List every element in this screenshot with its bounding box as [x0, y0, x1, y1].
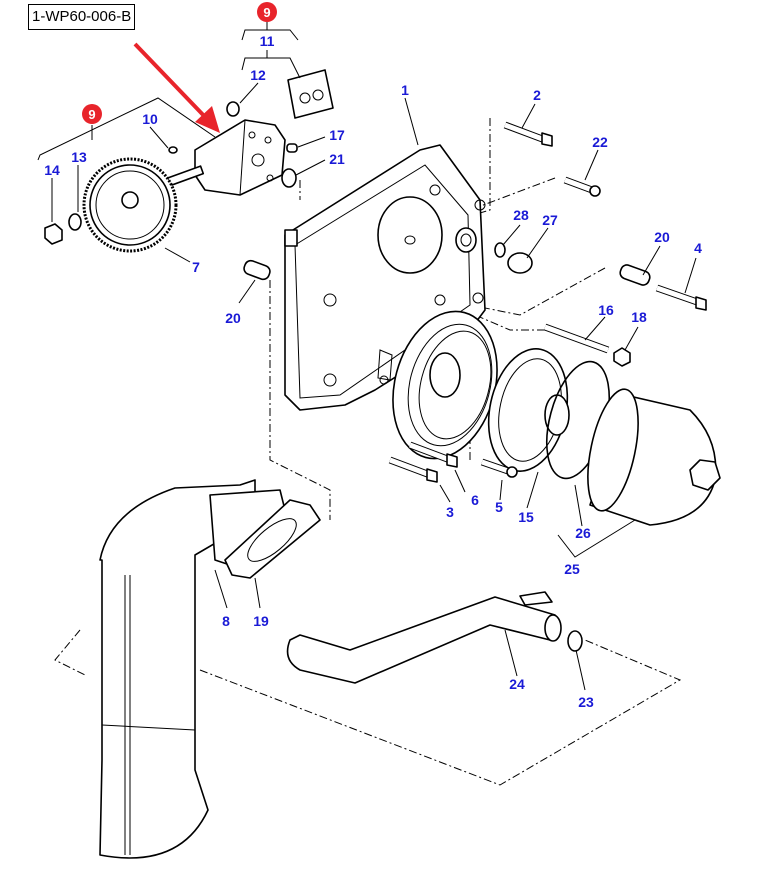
- key-part-10[interactable]: [168, 146, 178, 154]
- callout-17[interactable]: 17: [329, 127, 345, 143]
- callout-16[interactable]: 16: [598, 302, 614, 318]
- o-ring-part-21[interactable]: [281, 168, 297, 188]
- bolt-part-6[interactable]: [408, 441, 458, 468]
- callout-14[interactable]: 14: [44, 162, 60, 178]
- spacer-part-20-right[interactable]: [619, 263, 652, 286]
- callout-8[interactable]: 8: [222, 613, 230, 629]
- callout-20-left[interactable]: 20: [225, 310, 241, 326]
- spacer-part-20-left[interactable]: [242, 259, 271, 281]
- bolt-part-2[interactable]: [503, 121, 553, 147]
- callout-13[interactable]: 13: [71, 149, 87, 165]
- callout-7[interactable]: 7: [192, 259, 200, 275]
- filter-head-housing[interactable]: [377, 300, 512, 471]
- o-ring-part-12[interactable]: [226, 101, 240, 117]
- callout-26[interactable]: 26: [575, 525, 591, 541]
- svg-text:9: 9: [88, 107, 95, 122]
- callout-20-right[interactable]: 20: [654, 229, 670, 245]
- callout-12[interactable]: 12: [250, 67, 266, 83]
- callout-25[interactable]: 25: [564, 561, 580, 577]
- circlip-part-23[interactable]: [567, 630, 583, 652]
- callout-labels: 1 2 22 28 27 20 4 16 18 6 3 5 15 26 25 8…: [44, 33, 702, 710]
- stud-part-16[interactable]: [543, 323, 610, 354]
- callout-28[interactable]: 28: [513, 207, 529, 223]
- callout-18[interactable]: 18: [631, 309, 647, 325]
- small-hardware: [44, 101, 652, 652]
- callout-4[interactable]: 4: [694, 240, 702, 256]
- return-pipe-part-24[interactable]: [286, 591, 562, 684]
- assembly-badge-left[interactable]: 9: [82, 104, 102, 124]
- callout-23[interactable]: 23: [578, 694, 594, 710]
- nut-part-14[interactable]: [44, 223, 63, 245]
- bolts: [388, 121, 707, 483]
- nut-part-18[interactable]: [613, 347, 631, 367]
- callout-22[interactable]: 22: [592, 134, 608, 150]
- callout-27[interactable]: 27: [542, 212, 558, 228]
- callout-2[interactable]: 2: [533, 87, 541, 103]
- suction-pipe-part-8[interactable]: [99, 479, 291, 859]
- callout-6[interactable]: 6: [471, 492, 479, 508]
- callout-3[interactable]: 3: [446, 504, 454, 520]
- callout-10[interactable]: 10: [142, 111, 158, 127]
- callout-1[interactable]: 1: [401, 82, 409, 98]
- bolt-part-4[interactable]: [655, 284, 707, 311]
- filter-element-part-15[interactable]: [478, 341, 578, 478]
- bolt-part-5[interactable]: [480, 458, 518, 478]
- highlight-arrow-icon: [133, 42, 220, 133]
- gasket-part-19[interactable]: [224, 499, 321, 579]
- washer-part-28[interactable]: [494, 242, 506, 258]
- callout-15[interactable]: 15: [518, 509, 534, 525]
- bolt-part-22[interactable]: [563, 176, 601, 197]
- oil-pump-body[interactable]: [166, 119, 286, 196]
- plug-part-27[interactable]: [507, 252, 533, 274]
- callout-19[interactable]: 19: [253, 613, 269, 629]
- assembly-badge-top[interactable]: 9: [257, 2, 277, 22]
- callout-5[interactable]: 5: [495, 499, 503, 515]
- filter-bowl-part-25[interactable]: [579, 385, 721, 526]
- bolt-part-3[interactable]: [388, 456, 438, 483]
- leader-lines: [37, 22, 697, 691]
- svg-text:9: 9: [263, 5, 270, 20]
- callout-21[interactable]: 21: [329, 151, 345, 167]
- dowel-part-17[interactable]: [286, 143, 298, 153]
- gasket-kit-part-11[interactable]: [287, 69, 334, 119]
- drive-gear-part-7[interactable]: [82, 157, 178, 253]
- callout-24[interactable]: 24: [509, 676, 525, 692]
- diagram-reference-code: 1-WP60-006-B: [28, 4, 136, 30]
- washer-part-13[interactable]: [68, 213, 82, 231]
- callout-11[interactable]: 11: [260, 33, 275, 49]
